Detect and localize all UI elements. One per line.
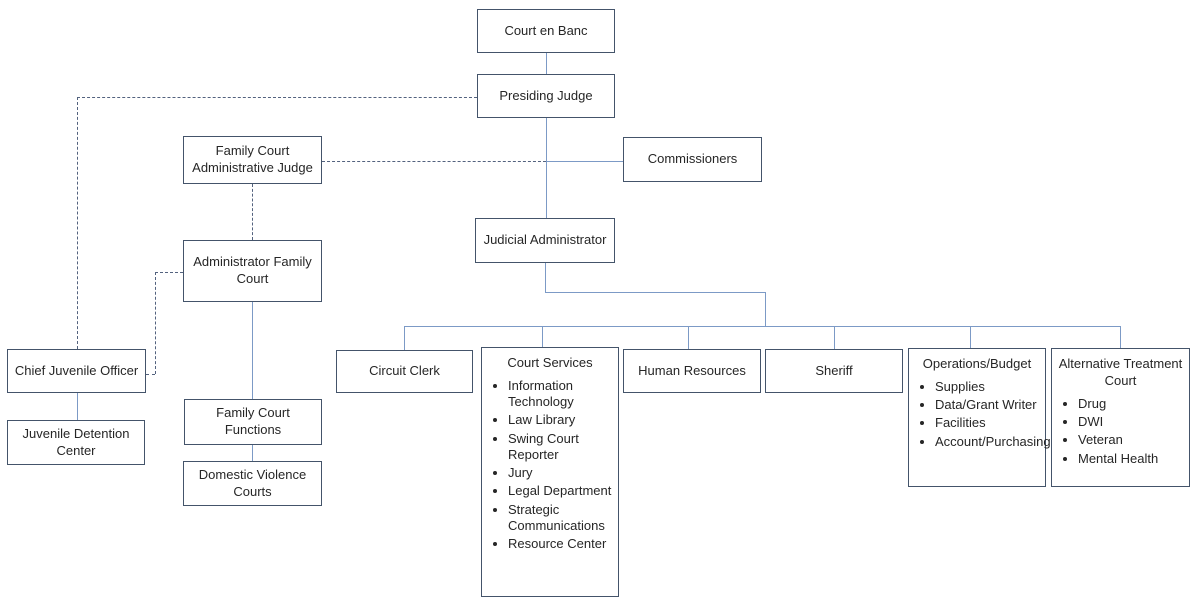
- connector-cjo-jdc: [77, 393, 78, 420]
- list-item: Veteran: [1078, 432, 1183, 448]
- list-item: Supplies: [935, 379, 1039, 395]
- org-node-commissioners: Commissioners: [623, 137, 762, 182]
- node-label: Court en Banc: [504, 22, 588, 38]
- org-node-court-services: Court Services Information Technology La…: [481, 347, 619, 597]
- org-node-family-court-administrative-judge: Family Court Administrative Judge: [183, 136, 322, 184]
- connector-stub-human-resources: [688, 326, 689, 349]
- node-label: Circuit Clerk: [369, 363, 440, 379]
- node-label: Presiding Judge: [499, 87, 593, 103]
- connector-stub-alternative-treatment: [1120, 326, 1121, 348]
- node-label: Court Services: [507, 355, 593, 370]
- node-label: Family Court Administrative Judge: [192, 143, 313, 175]
- list-item: Mental Health: [1078, 451, 1183, 467]
- list-item: Strategic Communications: [508, 502, 612, 535]
- org-node-court-en-banc: Court en Banc: [477, 9, 615, 53]
- node-label: Human Resources: [638, 362, 746, 378]
- list-item: Law Library: [508, 412, 612, 428]
- connector-stub-sheriff: [834, 326, 835, 349]
- dashed-connector-fcaj-center: [322, 161, 546, 162]
- org-node-human-resources: Human Resources: [623, 349, 761, 393]
- node-label: Chief Juvenile Officer: [14, 362, 139, 378]
- org-node-judicial-administrator: Judicial Administrator: [475, 218, 615, 263]
- connector-fcf-dvc: [252, 445, 253, 461]
- node-label: Administrator Family Court: [193, 254, 312, 286]
- connector-stub-court-services: [542, 326, 543, 347]
- dashed-connector-afc-left: [155, 272, 183, 273]
- node-label: Commissioners: [647, 151, 738, 167]
- org-node-operations-budget: Operations/Budget Supplies Data/Grant Wr…: [908, 348, 1051, 487]
- list-item: Legal Department: [508, 483, 612, 499]
- connector-judicial-administrator-drop: [545, 263, 546, 292]
- node-label: Family Court Functions: [216, 405, 290, 437]
- org-node-sheriff: Sheriff: [765, 349, 903, 393]
- org-node-administrator-family-court: Administrator Family Court: [183, 240, 322, 302]
- org-node-family-court-functions: Family Court Functions: [184, 399, 322, 445]
- alternative-treatment-list: Drug DWI Veteran Mental Health: [1058, 396, 1183, 467]
- connector-judicial-administrator-elbow-h: [545, 292, 765, 293]
- connector-stub-operations-budget: [970, 326, 971, 348]
- org-node-alternative-treatment-court: Alternative Treatment Court Drug DWI Vet…: [1051, 348, 1190, 487]
- org-node-domestic-violence-courts: Domestic Violence Courts: [183, 461, 322, 506]
- node-label: Alternative Treatment Court: [1058, 356, 1183, 388]
- connector-bus: [404, 326, 1120, 327]
- list-item: Resource Center: [508, 536, 612, 552]
- org-node-presiding-judge: Presiding Judge: [477, 74, 615, 118]
- node-label: Juvenile Detention Center: [22, 425, 130, 458]
- connector-court-en-banc-presiding-judge: [546, 53, 547, 74]
- node-label: Sheriff: [815, 362, 853, 378]
- connector-commissioners: [546, 161, 623, 162]
- connector-stub-circuit-clerk: [404, 326, 405, 350]
- operations-budget-list: Supplies Data/Grant Writer Facilities Ac…: [915, 379, 1051, 450]
- connector-afc-fcf: [252, 302, 253, 399]
- connector-presiding-judge-judicial-administrator: [546, 118, 547, 218]
- org-node-circuit-clerk: Circuit Clerk: [336, 350, 473, 393]
- node-label: Domestic Violence Courts: [198, 466, 307, 499]
- list-item: Account/Purchasing: [935, 434, 1051, 450]
- org-node-juvenile-detention-center: Juvenile Detention Center: [7, 420, 145, 465]
- list-item: Information Technology: [508, 378, 612, 411]
- dashed-connector-afc-down: [155, 272, 156, 374]
- list-item: Swing Court Reporter: [508, 431, 612, 464]
- org-node-chief-juvenile-officer: Chief Juvenile Officer: [7, 349, 146, 393]
- list-item: Jury: [508, 465, 612, 481]
- dashed-connector-into-cjo: [146, 374, 155, 375]
- dashed-connector-presiding-judge-left: [77, 97, 477, 98]
- dashed-connector-to-chief-juvenile-officer: [77, 97, 78, 349]
- node-label: Operations/Budget: [922, 356, 1032, 371]
- list-item: DWI: [1078, 414, 1183, 430]
- court-services-list: Information Technology Law Library Swing…: [488, 378, 612, 553]
- connector-judicial-administrator-elbow-v: [765, 292, 766, 326]
- list-item: Data/Grant Writer: [935, 397, 1039, 413]
- list-item: Drug: [1078, 396, 1183, 412]
- dashed-connector-fcaj-afc: [252, 184, 253, 240]
- node-label: Judicial Administrator: [483, 232, 607, 248]
- list-item: Facilities: [935, 415, 1039, 431]
